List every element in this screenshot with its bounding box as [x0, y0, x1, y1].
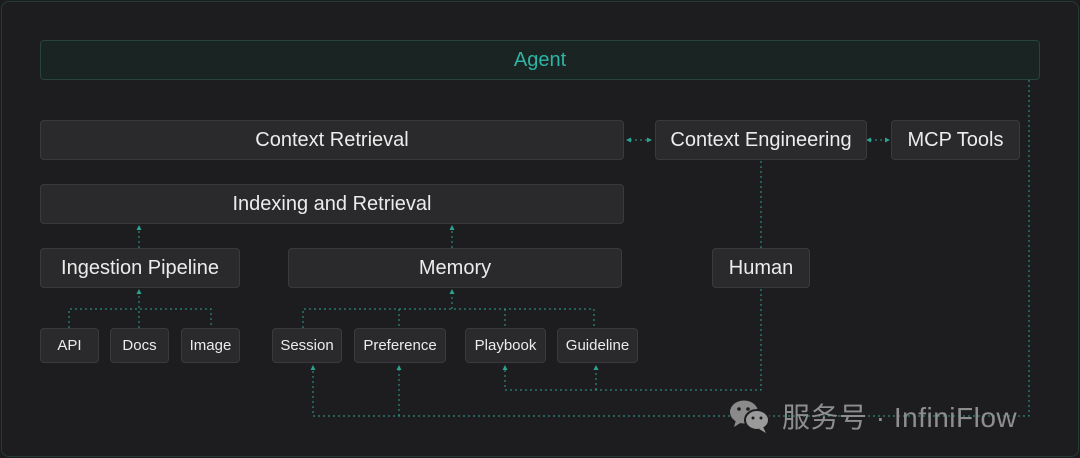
- link-sources-bus: [68, 308, 212, 328]
- watermark: 服务号 · InfiniFlow: [728, 396, 1017, 436]
- docs-node: Docs: [110, 328, 169, 363]
- link-memory-bus: [302, 308, 595, 328]
- human-node: Human: [712, 248, 810, 288]
- agent-node: Agent: [40, 40, 1040, 80]
- api-node: API: [40, 328, 99, 363]
- mcp-tools-node: MCP Tools: [891, 120, 1020, 160]
- context-engineering-node: Context Engineering: [655, 120, 867, 160]
- image-node: Image: [181, 328, 240, 363]
- link-agent-session: [312, 80, 1030, 417]
- link-human-playbook: [504, 289, 762, 391]
- guideline-node: Guideline: [557, 328, 638, 363]
- session-node: Session: [272, 328, 342, 363]
- wechat-icon: [730, 400, 770, 433]
- memory-node: Memory: [288, 248, 622, 288]
- ingestion-pipeline-node: Ingestion Pipeline: [40, 248, 240, 288]
- watermark-text: 服务号 · InfiniFlow: [782, 402, 1018, 433]
- context-retrieval-node: Context Retrieval: [40, 120, 624, 160]
- indexing-retrieval-node: Indexing and Retrieval: [40, 184, 624, 224]
- playbook-node: Playbook: [465, 328, 546, 363]
- preference-node: Preference: [354, 328, 446, 363]
